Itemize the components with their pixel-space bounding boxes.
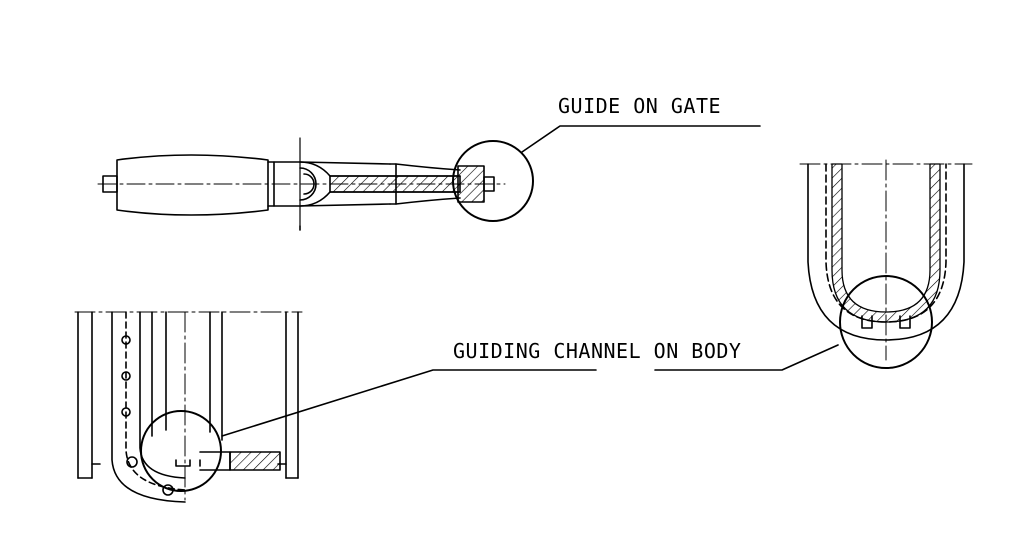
body-section-view <box>74 311 597 503</box>
label-guide-on-gate: GUIDE ON GATE <box>558 94 722 118</box>
label-guiding-channel-on-body: GUIDING CHANNEL ON BODY <box>453 339 742 363</box>
body-end-view <box>654 159 973 371</box>
gate-side-view <box>97 125 761 231</box>
